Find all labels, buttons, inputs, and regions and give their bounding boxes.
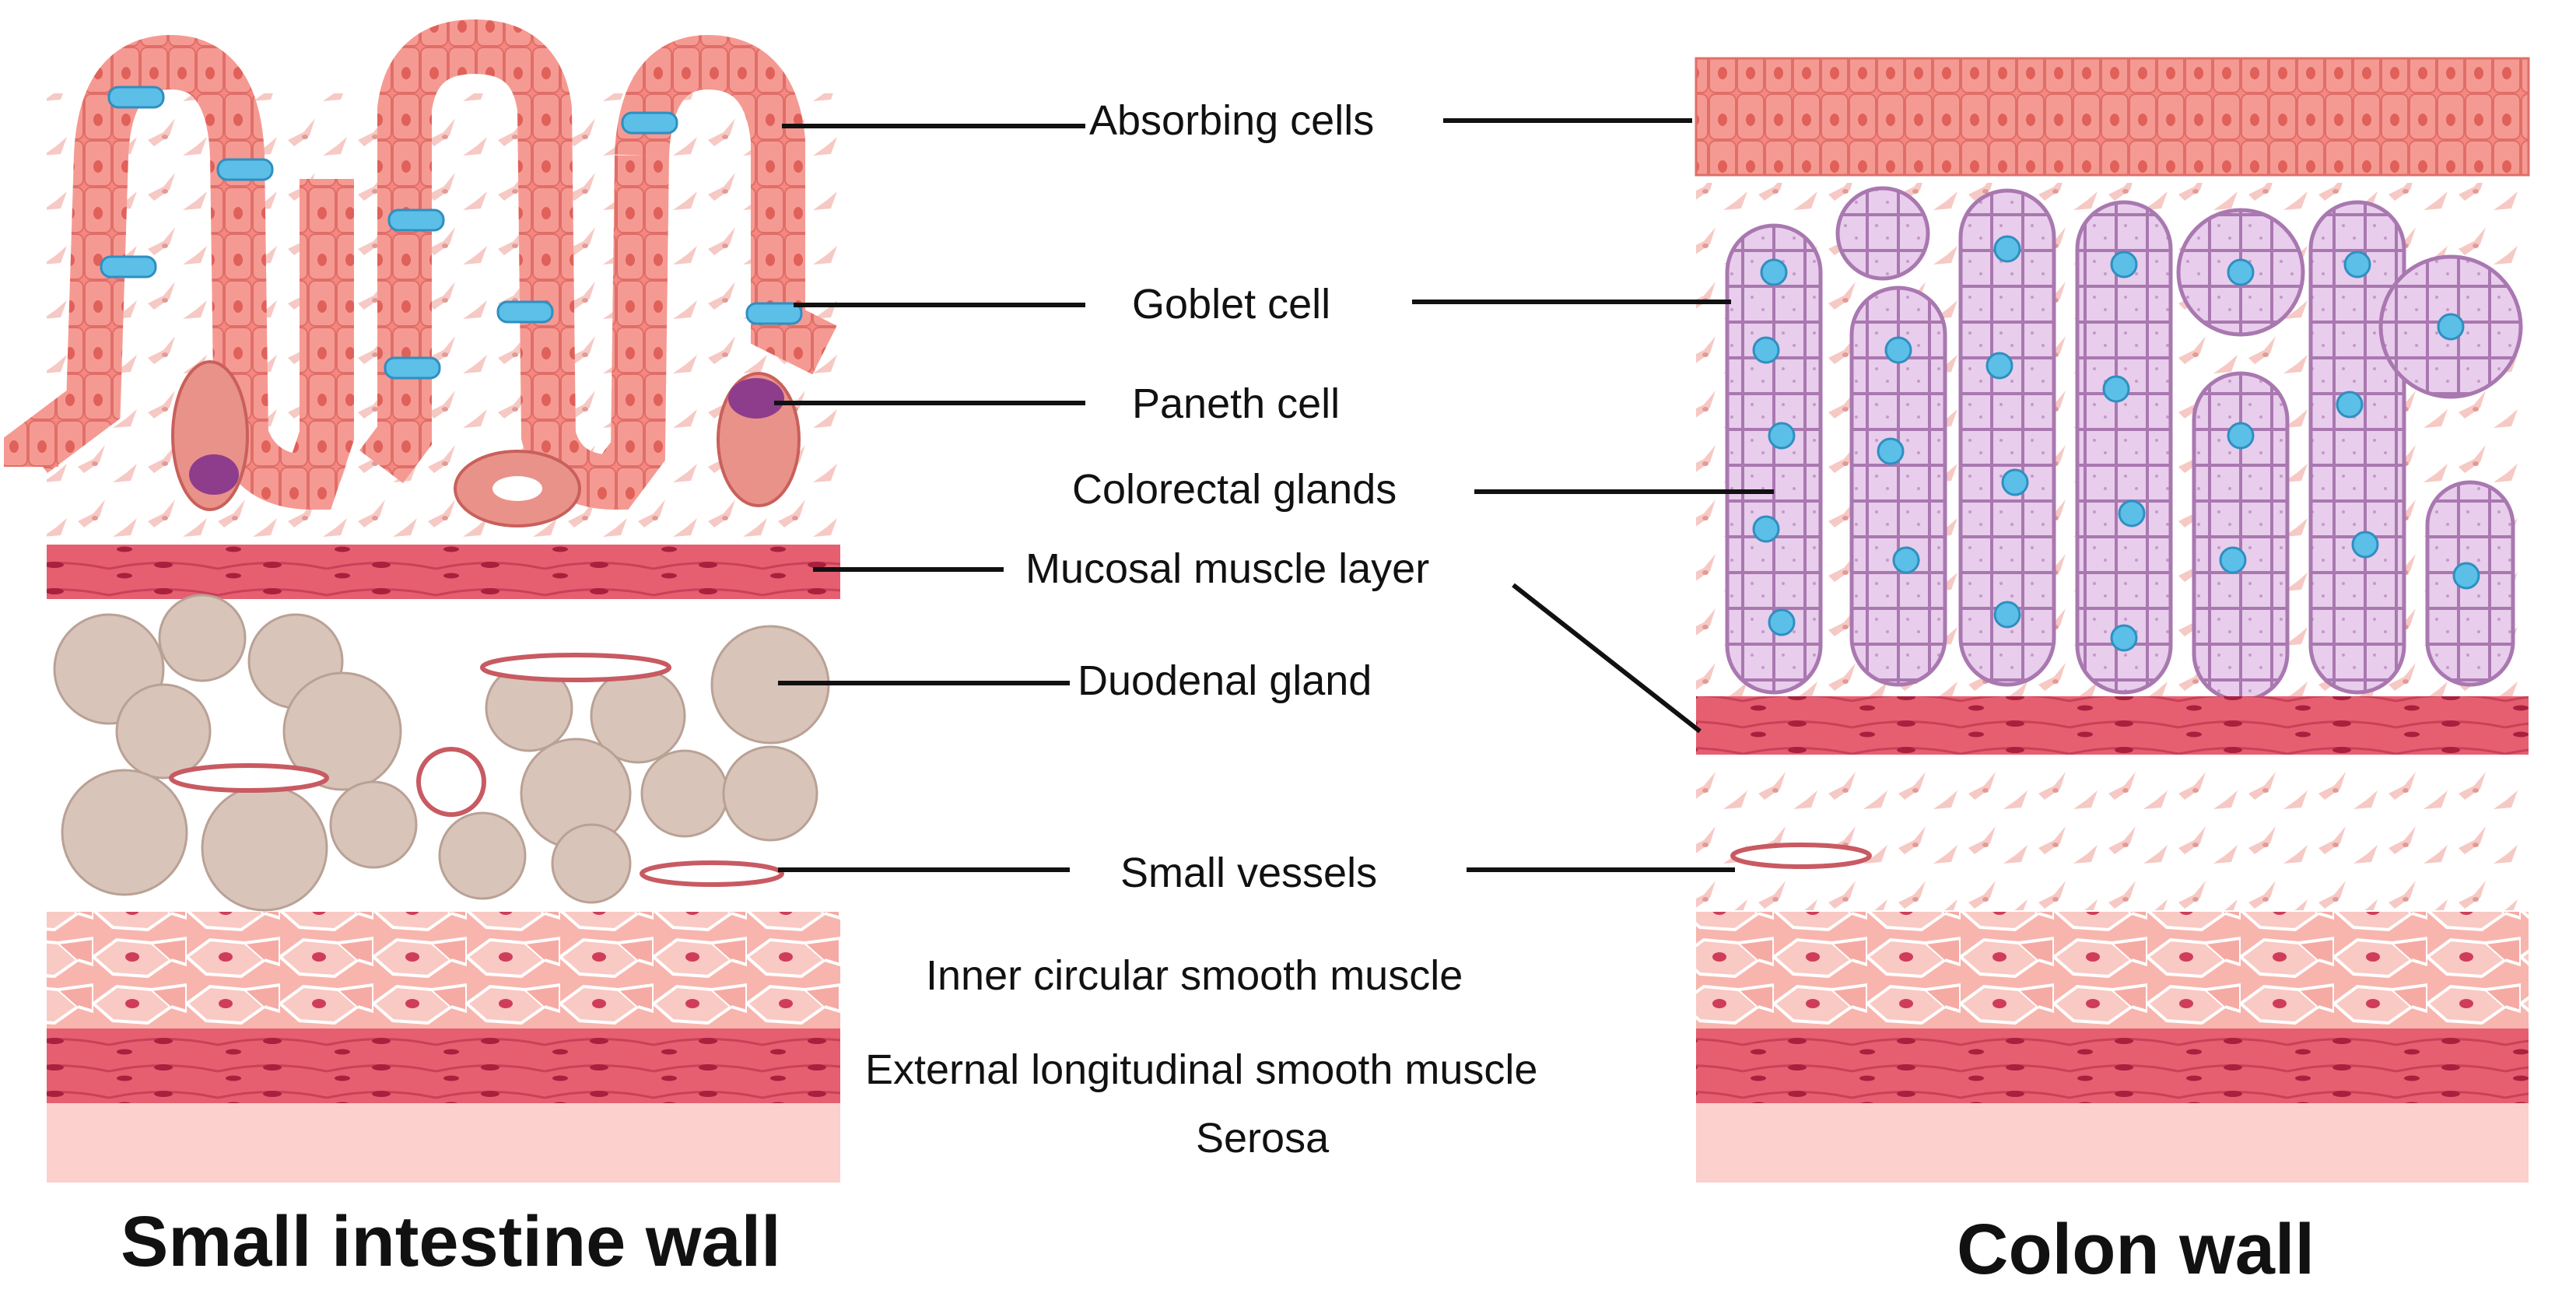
colorectal-gland — [2075, 200, 2173, 695]
paneth-cell — [189, 454, 239, 495]
label-goblet-cell: Goblet cell — [1132, 281, 1331, 328]
goblet-cell — [2336, 391, 2364, 419]
goblet-cell — [216, 158, 274, 181]
inner-circular-muscle-left — [47, 912, 840, 1028]
goblet-cell — [2219, 546, 2247, 574]
small-vessel — [416, 747, 486, 817]
leader-mucosal-right — [1512, 583, 1702, 734]
goblet-cell — [2110, 624, 2138, 652]
colon-submucosa — [1696, 755, 2529, 910]
small-vessel — [480, 653, 671, 682]
goblet-cell — [107, 86, 165, 109]
colorectal-glands — [1725, 186, 2523, 703]
title-small-intestine-wall: Small intestine wall — [121, 1202, 781, 1281]
goblet-cell — [2227, 258, 2255, 286]
goblet-cell — [100, 255, 157, 279]
small-vessels-left — [169, 653, 784, 887]
crypts — [171, 360, 801, 527]
colorectal-gland — [1725, 223, 1823, 695]
label-external-longitudinal-smooth-muscle: External longitudinal smooth muscle — [865, 1046, 1538, 1093]
label-duodenal-gland: Duodenal gland — [1078, 657, 1372, 704]
goblet-cell — [1768, 422, 1796, 450]
goblet-cell — [2227, 422, 2255, 450]
colorectal-gland — [1958, 188, 2056, 687]
goblet-cell — [2351, 531, 2379, 559]
duodenal-gland — [329, 780, 418, 869]
label-paneth-cell: Paneth cell — [1132, 380, 1341, 427]
colorectal-gland — [1835, 186, 1930, 281]
goblet-cell — [2437, 313, 2465, 341]
label-small-vessels: Small vessels — [1120, 850, 1378, 896]
duodenal-gland — [282, 671, 402, 791]
goblet-cell — [2110, 251, 2138, 279]
goblet-cell — [1884, 336, 1912, 364]
goblet-cell — [745, 302, 803, 325]
goblet-cell — [1993, 235, 2021, 263]
villus — [615, 34, 837, 375]
goblet-cell — [1985, 352, 2013, 380]
lamina-propria — [47, 93, 840, 545]
serosa-right — [1696, 1103, 2529, 1183]
goblet-cell — [2452, 562, 2480, 590]
duodenal-gland — [201, 784, 328, 912]
goblet-cell — [1760, 258, 1788, 286]
label-serosa: Serosa — [1196, 1115, 1330, 1162]
duodenal-gland — [61, 769, 188, 896]
crypt-lumen — [492, 476, 542, 501]
duodenal-gland — [722, 745, 818, 842]
paneth-cell — [728, 378, 784, 419]
duodenal-gland — [551, 823, 632, 904]
goblet-cell — [2343, 251, 2371, 279]
title-colon-wall: Colon wall — [1957, 1210, 2315, 1289]
goblet-cell — [1892, 546, 1920, 574]
goblet-cells-left — [100, 86, 803, 380]
goblet-cell — [1877, 437, 1905, 465]
goblet-cell — [1993, 601, 2021, 629]
serosa-left — [47, 1103, 840, 1183]
goblet-cell — [2102, 375, 2130, 403]
goblet-cell — [496, 300, 554, 324]
goblet-cell — [2001, 468, 2029, 496]
goblet-cell — [621, 111, 678, 135]
inner-circular-muscle-right — [1696, 912, 2529, 1028]
label-mucosal-muscle-layer: Mucosal muscle layer — [1025, 545, 1430, 592]
duodenal-gland — [115, 683, 212, 780]
duodenal-glands — [53, 594, 830, 912]
goblet-cell — [1768, 608, 1796, 636]
goblet-cells-right — [1752, 235, 2480, 652]
leader-lines — [774, 118, 1774, 872]
mucosal-muscle-band-right — [1696, 696, 2529, 755]
small-vessel — [169, 763, 329, 793]
absorbing-cells-band — [1695, 57, 2530, 177]
colorectal-gland — [1849, 286, 1947, 687]
mucosal-muscle-band-left — [47, 545, 840, 599]
goblet-cell — [1752, 336, 1780, 364]
small-vessel — [640, 860, 784, 887]
duodenal-gland — [438, 811, 527, 900]
external-longitudinal-muscle-left — [47, 1028, 840, 1103]
duodenal-gland — [158, 594, 247, 682]
small-vessel — [1730, 843, 1872, 869]
colon-panel — [1695, 57, 2530, 1183]
goblet-cell — [387, 208, 445, 232]
label-absorbing-cells: Absorbing cells — [1089, 97, 1375, 144]
goblet-cell — [2118, 499, 2146, 527]
small-intestine-panel — [4, 19, 840, 1183]
label-colorectal-glands: Colorectal glands — [1072, 466, 1397, 513]
goblet-cell — [1752, 515, 1780, 543]
label-inner-circular-smooth-muscle: Inner circular smooth muscle — [926, 952, 1463, 999]
duodenal-gland — [640, 749, 729, 838]
goblet-cell — [384, 356, 441, 380]
external-longitudinal-muscle-right — [1696, 1028, 2529, 1103]
